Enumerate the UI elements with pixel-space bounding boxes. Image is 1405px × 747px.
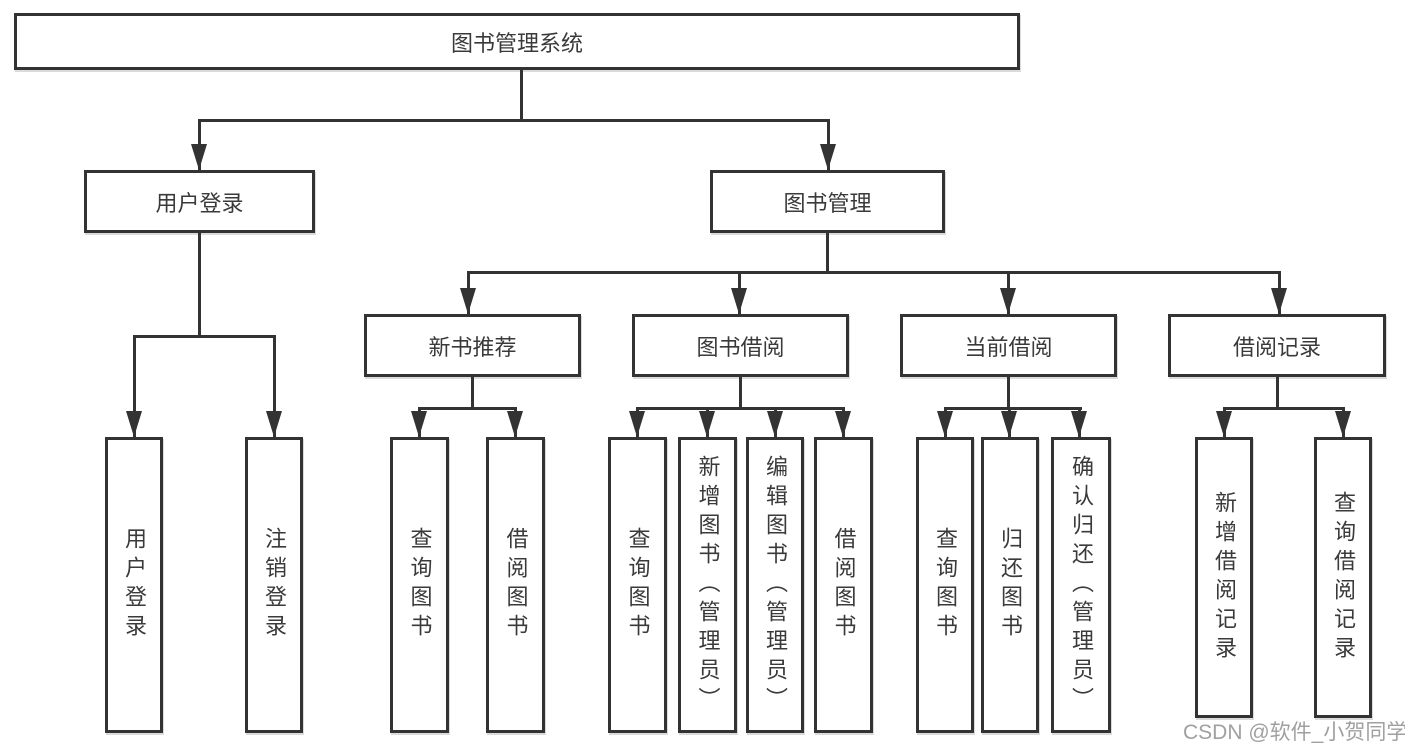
leaf-label: 注销登录 bbox=[262, 527, 287, 643]
leaf-add-book-admin: 新增图书（管理员） bbox=[678, 437, 737, 733]
node-borrow-records: 借阅记录 bbox=[1168, 314, 1386, 377]
connector-root-trunk bbox=[520, 70, 523, 122]
connector-records-trunk bbox=[1276, 377, 1279, 410]
node-label: 图书管理 bbox=[783, 190, 872, 216]
connector-user-login-trunk bbox=[198, 233, 201, 337]
connector-current-rail bbox=[944, 407, 1082, 410]
leaf-query-book-borrow: 查询图书 bbox=[608, 437, 667, 733]
node-label: 借阅记录 bbox=[1232, 334, 1321, 360]
leaf-confirm-return-admin: 确认归还（管理员） bbox=[1051, 437, 1111, 733]
leaf-label: 归还图书 bbox=[998, 527, 1023, 643]
node-user-login: 用户登录 bbox=[84, 170, 315, 233]
node-new-book-recommend: 新书推荐 bbox=[364, 314, 581, 377]
arrow-down-icon bbox=[820, 144, 836, 170]
node-label: 当前借阅 bbox=[964, 334, 1053, 360]
leaf-label: 编辑图书（管理员） bbox=[763, 454, 788, 716]
connector-book-mgmt-trunk bbox=[826, 233, 829, 274]
arrow-down-icon bbox=[507, 411, 523, 437]
connector-recommend-rail bbox=[418, 407, 517, 410]
arrow-down-icon bbox=[731, 288, 747, 314]
node-label: 图书借阅 bbox=[696, 334, 785, 360]
arrow-down-icon bbox=[1271, 288, 1287, 314]
arrow-down-icon bbox=[699, 411, 715, 437]
leaf-return-book: 归还图书 bbox=[981, 437, 1039, 733]
node-root-library-system: 图书管理系统 bbox=[14, 13, 1020, 70]
arrow-down-icon bbox=[767, 411, 783, 437]
leaf-label: 确认归还（管理员） bbox=[1069, 454, 1094, 716]
arrow-down-icon bbox=[411, 411, 427, 437]
arrow-down-icon bbox=[126, 411, 142, 437]
connector-recommend-trunk bbox=[471, 377, 474, 410]
csdn-watermark: CSDN @软件_小贺同学 bbox=[1183, 721, 1405, 744]
leaf-borrow-book-recommend: 借阅图书 bbox=[486, 437, 545, 733]
leaf-query-book-current: 查询图书 bbox=[916, 437, 974, 733]
connector-stem bbox=[273, 335, 276, 437]
leaf-borrow-book: 借阅图书 bbox=[814, 437, 873, 733]
arrow-down-icon bbox=[191, 144, 207, 170]
leaf-logout: 注销登录 bbox=[245, 437, 303, 733]
node-book-management: 图书管理 bbox=[710, 170, 945, 233]
node-label: 新书推荐 bbox=[428, 334, 517, 360]
arrow-down-icon bbox=[1071, 411, 1087, 437]
arrow-down-icon bbox=[1335, 411, 1351, 437]
connector-stem bbox=[133, 335, 136, 437]
leaf-user-login: 用户登录 bbox=[105, 437, 163, 733]
connector-records-rail bbox=[1223, 407, 1345, 410]
connector-current-trunk bbox=[1007, 377, 1010, 410]
leaf-label: 新增图书（管理员） bbox=[695, 454, 721, 716]
connector-borrow-trunk bbox=[739, 377, 742, 410]
arrow-down-icon bbox=[1000, 288, 1016, 314]
arrow-down-icon bbox=[1001, 411, 1017, 437]
leaf-label: 用户登录 bbox=[122, 527, 147, 643]
leaf-label: 新增借阅记录 bbox=[1212, 490, 1237, 665]
node-label: 图书管理系统 bbox=[450, 30, 583, 56]
leaf-label: 借阅图书 bbox=[831, 527, 857, 643]
connector-level3-rail bbox=[467, 271, 1281, 274]
node-label: 用户登录 bbox=[155, 190, 244, 216]
leaf-edit-book-admin: 编辑图书（管理员） bbox=[746, 437, 804, 733]
leaf-label: 查询图书 bbox=[407, 527, 433, 643]
leaf-label: 查询图书 bbox=[933, 527, 958, 643]
arrow-down-icon bbox=[937, 411, 953, 437]
arrow-down-icon bbox=[460, 288, 476, 314]
arrow-down-icon bbox=[629, 411, 645, 437]
arrow-down-icon bbox=[1216, 411, 1232, 437]
leaf-query-book-recommend: 查询图书 bbox=[390, 437, 449, 733]
leaf-query-borrow-record: 查询借阅记录 bbox=[1314, 437, 1372, 718]
node-current-borrow: 当前借阅 bbox=[900, 314, 1117, 377]
arrow-down-icon bbox=[835, 411, 851, 437]
leaf-label: 查询借阅记录 bbox=[1331, 490, 1356, 665]
connector-level2-rail bbox=[198, 119, 830, 122]
connector-user-login-rail bbox=[133, 335, 276, 338]
connector-borrow-rail bbox=[636, 407, 845, 410]
arrow-down-icon bbox=[266, 411, 282, 437]
leaf-add-borrow-record: 新增借阅记录 bbox=[1195, 437, 1253, 718]
leaf-label: 借阅图书 bbox=[503, 527, 529, 643]
leaf-label: 查询图书 bbox=[625, 527, 651, 643]
node-book-borrow: 图书借阅 bbox=[632, 314, 849, 377]
